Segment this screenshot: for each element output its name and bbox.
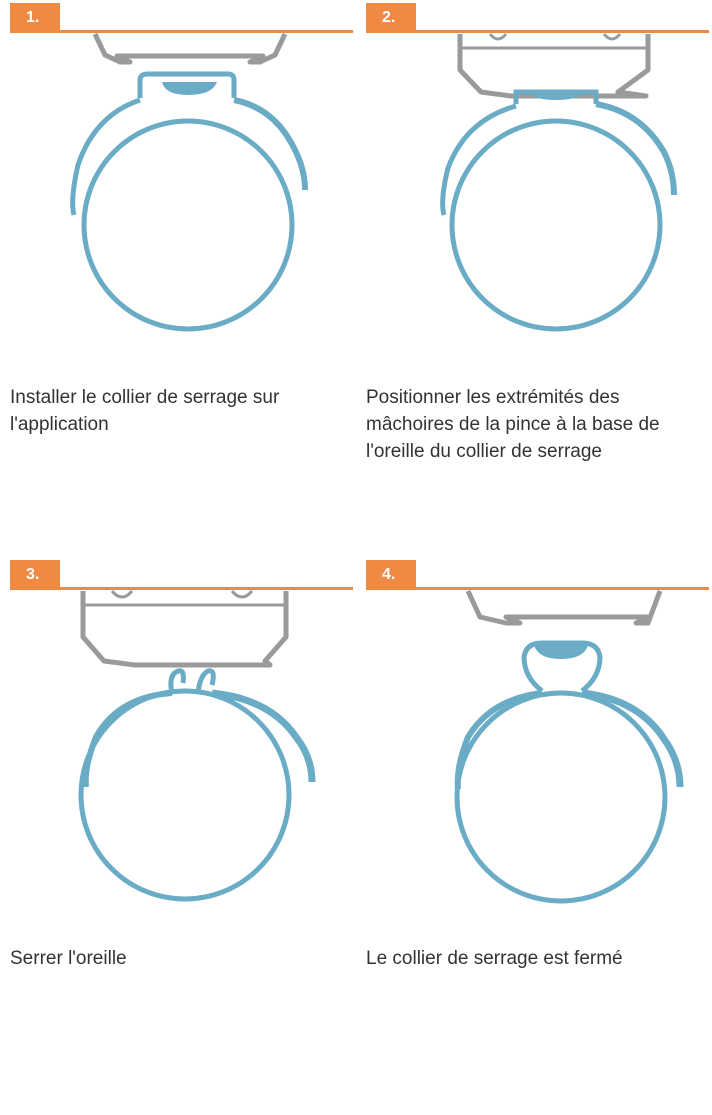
clamp-band <box>454 690 668 904</box>
clamp-ear-pinched <box>168 668 216 694</box>
step-header-bar <box>10 30 353 33</box>
step-header-bar <box>366 30 709 33</box>
step-number-badge: 1. <box>10 3 60 33</box>
step-1-illustration <box>70 32 308 332</box>
step-number-badge: 4. <box>366 560 416 590</box>
step-1: 1. Installer le collier de serrage sur l… <box>0 0 356 557</box>
clamp-ear-closed <box>521 640 603 693</box>
tool-pivot <box>488 33 622 41</box>
tool-pivot <box>110 589 254 599</box>
tool-jaw <box>457 34 651 99</box>
step-4: 4. Le collier de serrage est fermé <box>356 557 712 1114</box>
step-3-illustration <box>78 589 316 902</box>
tool-jaw <box>92 32 288 65</box>
step-3: 3. Serrer l'oreille <box>0 557 356 1114</box>
clamp-latch <box>581 689 684 788</box>
step-number-badge: 3. <box>10 560 60 590</box>
clamp-band <box>78 688 292 902</box>
clamp-latch <box>595 101 677 196</box>
clamp-overlap <box>454 690 543 790</box>
clamp-overlap <box>82 690 173 788</box>
clamp-ear-top <box>162 82 217 95</box>
step-4-illustration <box>454 589 684 904</box>
clamp-latch <box>211 689 316 783</box>
clamp-band <box>449 118 663 332</box>
clamp-latch <box>233 97 308 191</box>
clamp-ear-top <box>528 92 584 100</box>
step-header-bar <box>366 587 709 590</box>
step-caption: Serrer l'oreille <box>10 948 127 969</box>
step-header-bar <box>10 587 353 590</box>
clamp-ear <box>137 71 237 98</box>
clamp-band <box>81 118 295 332</box>
step-number-badge: 2. <box>366 3 416 33</box>
step-caption: Le collier de serrage est fermé <box>366 948 623 969</box>
tool-jaw <box>80 591 289 668</box>
step-2: 2. Positionner les extrémités des mâchoi… <box>356 0 712 557</box>
step-caption: Installer le collier de serrage sur l'ap… <box>10 387 280 435</box>
clamp-ear-top <box>534 645 588 659</box>
clamp-overlap <box>440 103 517 216</box>
step-caption: Positionner les extrémités des mâchoires… <box>366 387 660 462</box>
clamp-overlap <box>70 97 141 216</box>
step-2-illustration <box>440 33 677 332</box>
tool-jaw <box>465 589 663 626</box>
